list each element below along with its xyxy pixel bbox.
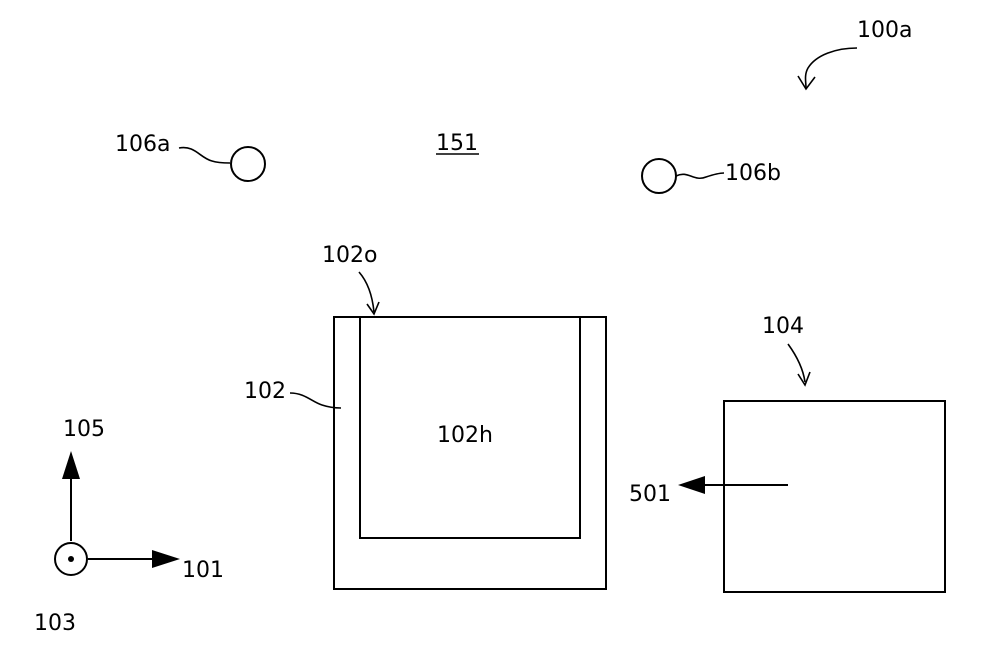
marker-right-circle [642,159,676,193]
label-container-opening: 102o [322,243,377,268]
axis-out-dot [68,556,74,562]
block-rect [724,401,945,592]
motion-arrowhead [678,476,705,494]
axis-up-arrowhead [62,451,80,479]
label-container-hollow: 102h [437,423,493,448]
label-block: 104 [762,314,804,339]
axis-right-arrowhead [152,550,180,568]
marker-left-leader [179,148,230,163]
container-outer [334,317,606,589]
label-marker-right: 106b [725,161,781,186]
assembly-leader-arrowhead [798,76,815,89]
label-region: 151 [436,131,478,156]
marker-right-leader [676,173,724,178]
label-assembly: 100a [857,18,912,43]
assembly-leader-arrow [806,48,858,88]
label-axis-right: 101 [182,558,224,583]
opening-leader-arrow [359,272,374,312]
label-motion: 501 [629,482,671,507]
label-axis-out: 103 [34,611,76,636]
label-marker-left: 106a [115,132,170,157]
label-container: 102 [244,379,286,404]
block-leader-arrow [788,344,805,382]
label-axis-up: 105 [63,417,105,442]
marker-left-circle [231,147,265,181]
